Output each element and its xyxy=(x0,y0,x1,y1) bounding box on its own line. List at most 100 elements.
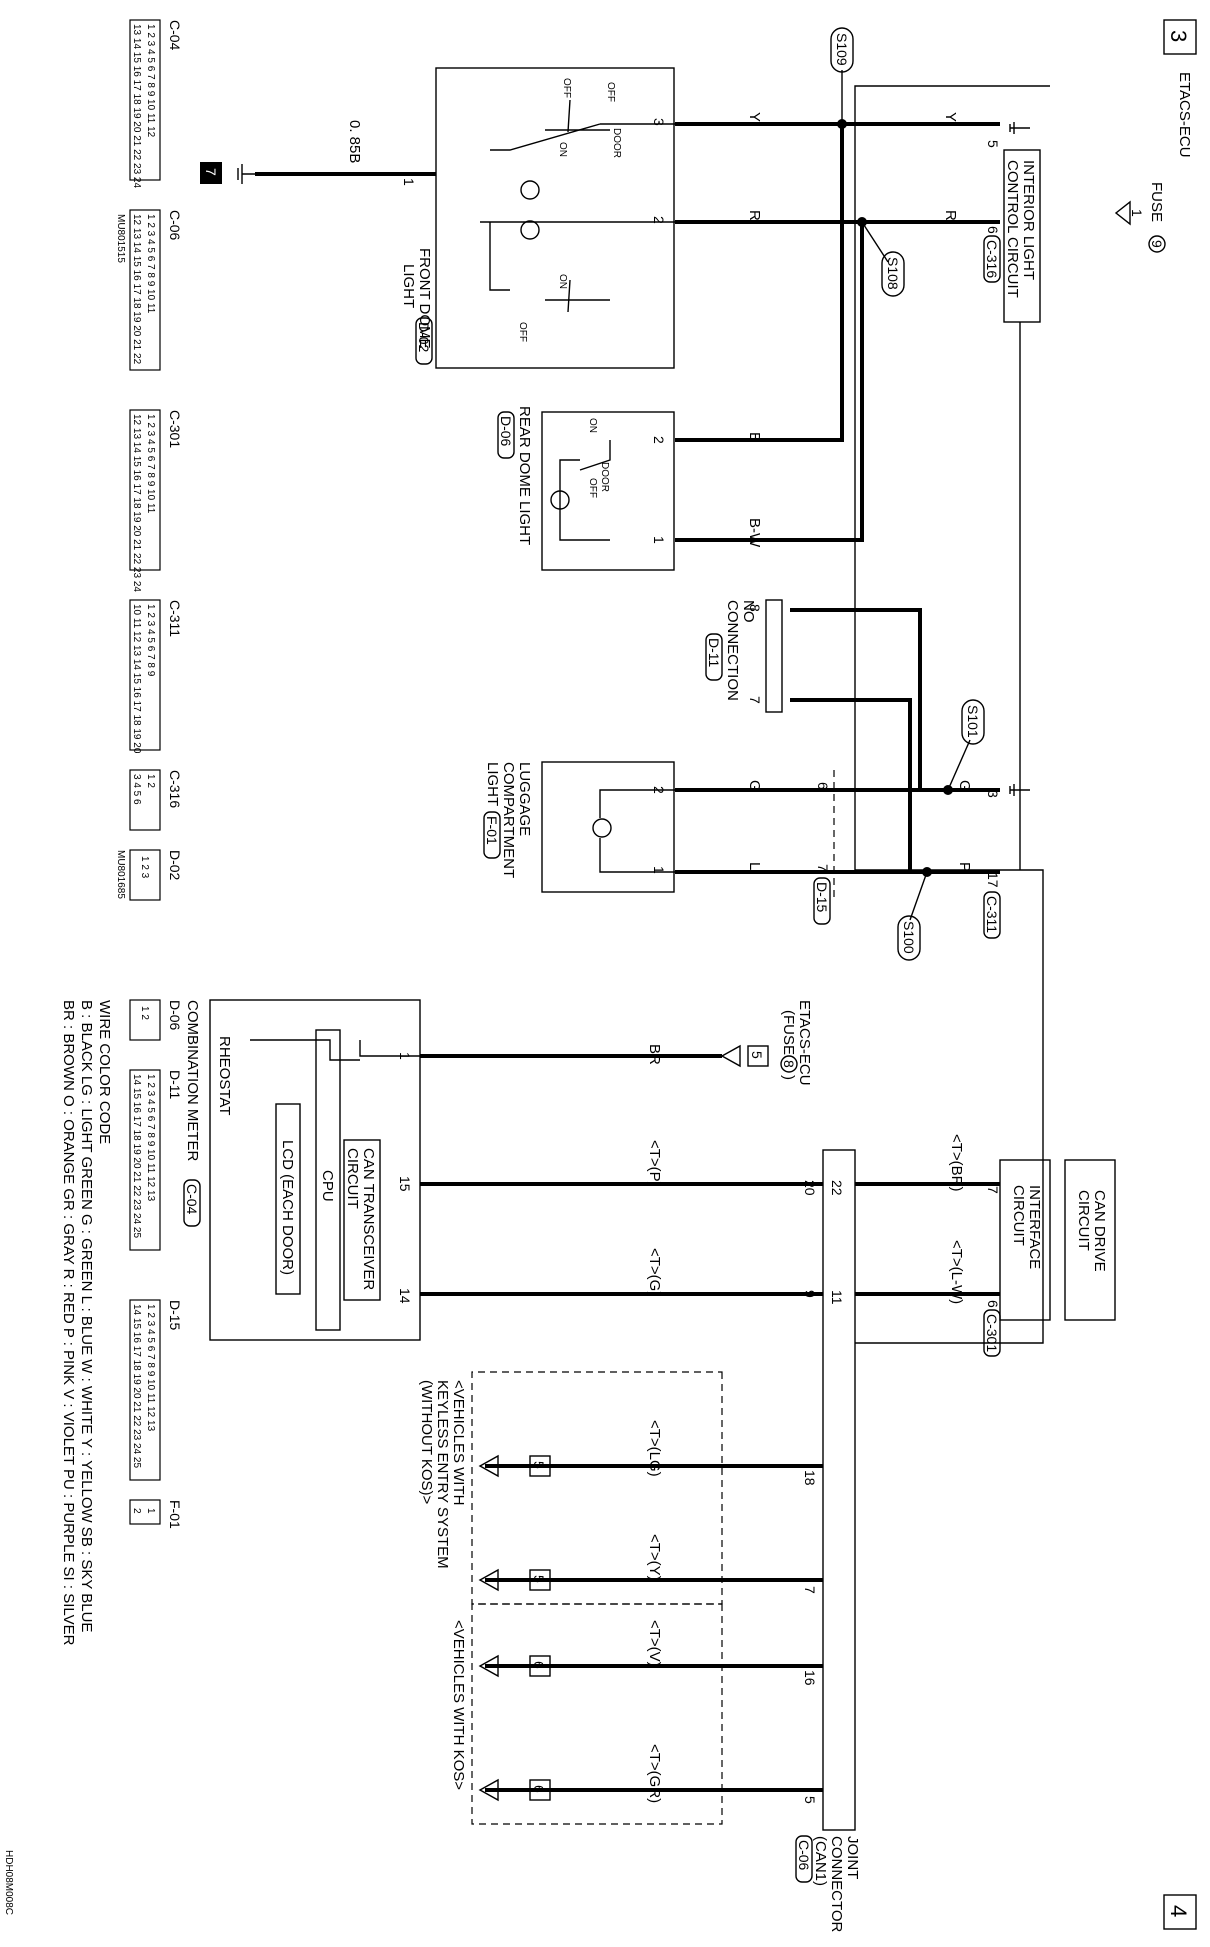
joint-pin-7: 7 xyxy=(802,1586,818,1594)
pic-d15 xyxy=(129,1299,161,1481)
luggage-bulb xyxy=(592,818,612,838)
pic-d11-row1: 1 2 3 4 5 6 7 8 9 10 11 12 13 xyxy=(145,1074,156,1202)
meter-fuse-box xyxy=(747,1045,769,1067)
pic-c301-label: C-301 xyxy=(167,410,183,448)
pic-d02-row: 1 2 3 xyxy=(139,856,150,879)
interior-light-control-circuit xyxy=(1003,149,1041,323)
pic-c301-row1: 1 2 3 4 5 6 7 8 9 10 11 xyxy=(145,414,156,514)
pic-d11-label: D-11 xyxy=(167,1070,183,1100)
keyless-group-a-1: <VEHICLES WITH xyxy=(450,1380,467,1505)
splice-s109-label: S109 xyxy=(834,33,850,66)
front-dome-on-2: ON xyxy=(557,274,568,289)
pic-c06-label: C-06 xyxy=(167,210,183,241)
wire-color-code-title: WIRE COLOR CODE xyxy=(96,1000,113,1144)
fuse-box-index: 1 xyxy=(1129,209,1145,217)
keyless-group-b-label: <VEHICLES WITH KOS> xyxy=(450,1620,467,1790)
front-dome-off-3: OFF xyxy=(517,322,528,342)
rear-dome-bulb xyxy=(550,490,570,510)
joint-pin-5: 5 xyxy=(802,1796,818,1804)
keyless-group-a-3: (WITHOUT KOS)> xyxy=(418,1380,435,1505)
pic-c04-row1: 1 2 3 4 5 6 7 8 9 10 11 12 xyxy=(145,24,156,138)
pic-d11 xyxy=(129,1069,161,1251)
pic-c311-row1: 1 2 3 4 5 6 7 8 9 xyxy=(145,604,156,677)
wire-bw-label: B-W xyxy=(746,518,763,548)
splice-s108-tag[interactable] xyxy=(881,251,905,297)
meter-can-trans-1: CAN TRANSCEIVER xyxy=(360,1148,377,1290)
rear-dome-light-box[interactable] xyxy=(541,411,675,571)
conn-c311-label: C-311 xyxy=(984,896,1000,933)
d15-conn: D-15 xyxy=(814,882,830,913)
meter-cpu-box xyxy=(315,1029,341,1331)
pic-c04-label: C-04 xyxy=(167,20,183,51)
meter-fuse-8-circle xyxy=(780,1055,798,1073)
conn-c316-tag xyxy=(983,235,1001,283)
pic-d02-code: MU801685 xyxy=(115,850,126,899)
etacs-pin-6b: 6 xyxy=(985,1300,1001,1308)
d15-pin-7: 7 xyxy=(815,864,831,872)
wire-g-to-no-connection xyxy=(790,608,948,792)
rear-dome-switch xyxy=(559,440,611,541)
pic-c06 xyxy=(129,209,161,371)
can-br-label: <T>(BR) xyxy=(948,1134,965,1192)
no-connection-conn-tag xyxy=(705,633,723,681)
luggage-light-box[interactable] xyxy=(541,761,675,893)
can-lg-label: <T>(LG) xyxy=(646,1420,663,1477)
meter-can-trans-box xyxy=(343,1139,381,1301)
front-dome-bulb-1 xyxy=(520,180,540,200)
splice-s100-label: S100 xyxy=(901,921,917,954)
interface-line1: INTERFACE xyxy=(1026,1185,1043,1269)
interior-light-line1: INTERIOR LIGHT xyxy=(1020,160,1037,280)
wire-b xyxy=(675,124,844,442)
no-connection-pin-7: 7 xyxy=(747,696,763,704)
splice-s100-tag[interactable] xyxy=(897,915,921,961)
wire-g-label-right: G xyxy=(956,780,973,792)
front-dome-switch xyxy=(545,99,610,313)
can-drive-circuit xyxy=(1064,1159,1116,1321)
front-dome-pin-3: 3 xyxy=(651,118,667,126)
meter-rheostat-label: RHEOSTAT xyxy=(216,1036,233,1115)
luggage-title-2: COMPARTMENT xyxy=(500,762,517,878)
splice-s101-tag[interactable] xyxy=(961,699,985,745)
joint-title-3: (CAN1) xyxy=(812,1836,829,1886)
front-dome-on-1: ON xyxy=(557,142,568,157)
fuse-9-circle xyxy=(1148,235,1166,253)
front-dome-off-2: OFF xyxy=(605,82,616,102)
s101-lead xyxy=(947,739,971,791)
conn-c311-tag xyxy=(983,891,1001,939)
meter-title: COMBINATION METER xyxy=(184,1000,201,1162)
front-dome-light-box[interactable] xyxy=(435,67,675,369)
pic-d15-row2: 14 15 16 17 18 19 20 21 22 23 24 25 xyxy=(131,1304,142,1468)
splice-s109-tag[interactable] xyxy=(830,27,854,73)
meter-etacs-fuse-1: ETACS-ECU xyxy=(796,1000,813,1086)
luggage-pin-1: 1 xyxy=(651,866,667,874)
rear-dome-title: REAR DOME LIGHT xyxy=(516,406,533,545)
pic-f01-row1: 1 xyxy=(145,1508,156,1514)
wire-r-label-right: R xyxy=(942,210,959,221)
etacs-pin-6: 6 xyxy=(985,226,1001,234)
joint-connector-box[interactable] xyxy=(822,1149,856,1831)
meter-conn: C-04 xyxy=(184,1184,200,1215)
page-marker-4: 4 xyxy=(1166,1905,1191,1917)
meter-pin-15: 15 xyxy=(397,1176,413,1192)
interface-circuit xyxy=(999,1159,1051,1321)
front-dome-title-1: FRONT DOME xyxy=(416,248,433,349)
splice-s108-label: S108 xyxy=(885,257,901,290)
wire-g-label-left: G xyxy=(746,780,763,792)
keyless-y-box-label: 5 xyxy=(531,1575,547,1583)
wire-bw xyxy=(675,222,864,542)
wire-p-to-no-connection xyxy=(790,698,927,874)
rear-dome-conn-tag xyxy=(497,411,515,459)
pic-d15-label: D-15 xyxy=(167,1300,183,1331)
conn-c301-label: C-301 xyxy=(984,1314,1000,1352)
no-connection-line2: CONNECTION xyxy=(724,600,741,701)
fuse-triangle xyxy=(1114,200,1131,226)
can-drive-line1: CAN DRIVE xyxy=(1091,1190,1108,1272)
ground-box xyxy=(200,162,222,184)
combination-meter-box[interactable] xyxy=(209,999,421,1341)
pic-f01-label: F-01 xyxy=(167,1500,183,1529)
etacs-pin-5: 5 xyxy=(985,140,1001,148)
meter-lcd-box xyxy=(275,1103,301,1295)
meter-br-terminal xyxy=(720,1044,741,1068)
front-dome-title-2: LIGHT xyxy=(400,264,417,308)
